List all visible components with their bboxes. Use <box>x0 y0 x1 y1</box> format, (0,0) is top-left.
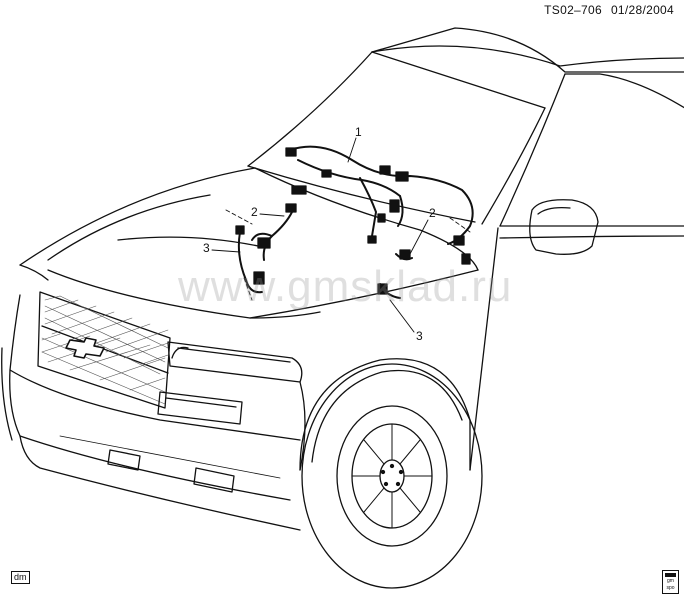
grille-outline <box>37 291 171 409</box>
wheel-arch <box>299 358 471 471</box>
door-front <box>469 227 499 471</box>
logo-line-1: gm <box>667 578 674 584</box>
hood-rear <box>19 167 256 266</box>
beltline <box>499 235 684 239</box>
leader-lines <box>211 137 471 333</box>
callout-1: 1 <box>355 125 362 139</box>
logo-line-2: spo <box>666 585 675 591</box>
fender-front <box>299 381 306 471</box>
doc-code: TS02–706 <box>544 3 602 17</box>
gm-spo-logo-icon: gm spo <box>662 570 679 594</box>
dash-guide-right <box>449 217 471 233</box>
tire <box>301 363 483 589</box>
grille-bar <box>41 325 169 374</box>
roof-outer <box>371 45 684 67</box>
cab-rear-line <box>564 73 684 109</box>
bumper-top <box>9 294 301 441</box>
rim-spokes <box>351 423 433 529</box>
harness-left <box>237 211 293 294</box>
hood-left-edge <box>19 264 49 281</box>
rim-outer <box>336 405 448 547</box>
windshield-bottom <box>247 165 476 223</box>
fog-lamp-left <box>107 449 141 471</box>
callout-3-left: 3 <box>203 241 210 255</box>
windshield-left-pillar <box>247 51 373 167</box>
leader-2b <box>409 219 429 255</box>
leader-2a <box>259 213 285 217</box>
corner-tag-dm: dm <box>11 571 30 584</box>
a-pillar-right <box>481 107 546 225</box>
callout-2-right: 2 <box>429 206 436 220</box>
fender-top <box>249 269 479 319</box>
a-pillar-outer <box>499 73 566 227</box>
marker-lamp <box>157 391 243 425</box>
fog-lamp-right <box>193 467 235 493</box>
harness-right-connectors <box>377 249 411 295</box>
harness-left-connectors <box>235 203 297 285</box>
doc-date: 01/28/2004 <box>610 3 674 17</box>
hood-crease <box>47 194 211 261</box>
bowtie-emblem <box>65 337 105 359</box>
hood-bulge <box>117 236 259 247</box>
document-id: TS02–706 01/28/2004 <box>544 3 674 17</box>
callout-3-right: 3 <box>416 329 423 343</box>
watermark-text: www.gmsklad.ru <box>178 262 513 311</box>
bumper-lower <box>19 435 301 531</box>
windshield-top <box>371 51 546 109</box>
dash-guide-left <box>225 209 253 301</box>
leader-3b <box>389 299 415 333</box>
leader-1 <box>347 137 357 163</box>
roof-line <box>371 27 684 73</box>
lug-nuts <box>380 463 404 487</box>
callout-2-left: 2 <box>251 205 258 219</box>
hood-front <box>47 269 321 319</box>
bumper-face <box>9 369 291 501</box>
leader-3a <box>211 249 241 253</box>
side-mirror <box>529 199 599 255</box>
harness-connectors <box>285 147 471 265</box>
harness-cowl <box>289 145 474 245</box>
